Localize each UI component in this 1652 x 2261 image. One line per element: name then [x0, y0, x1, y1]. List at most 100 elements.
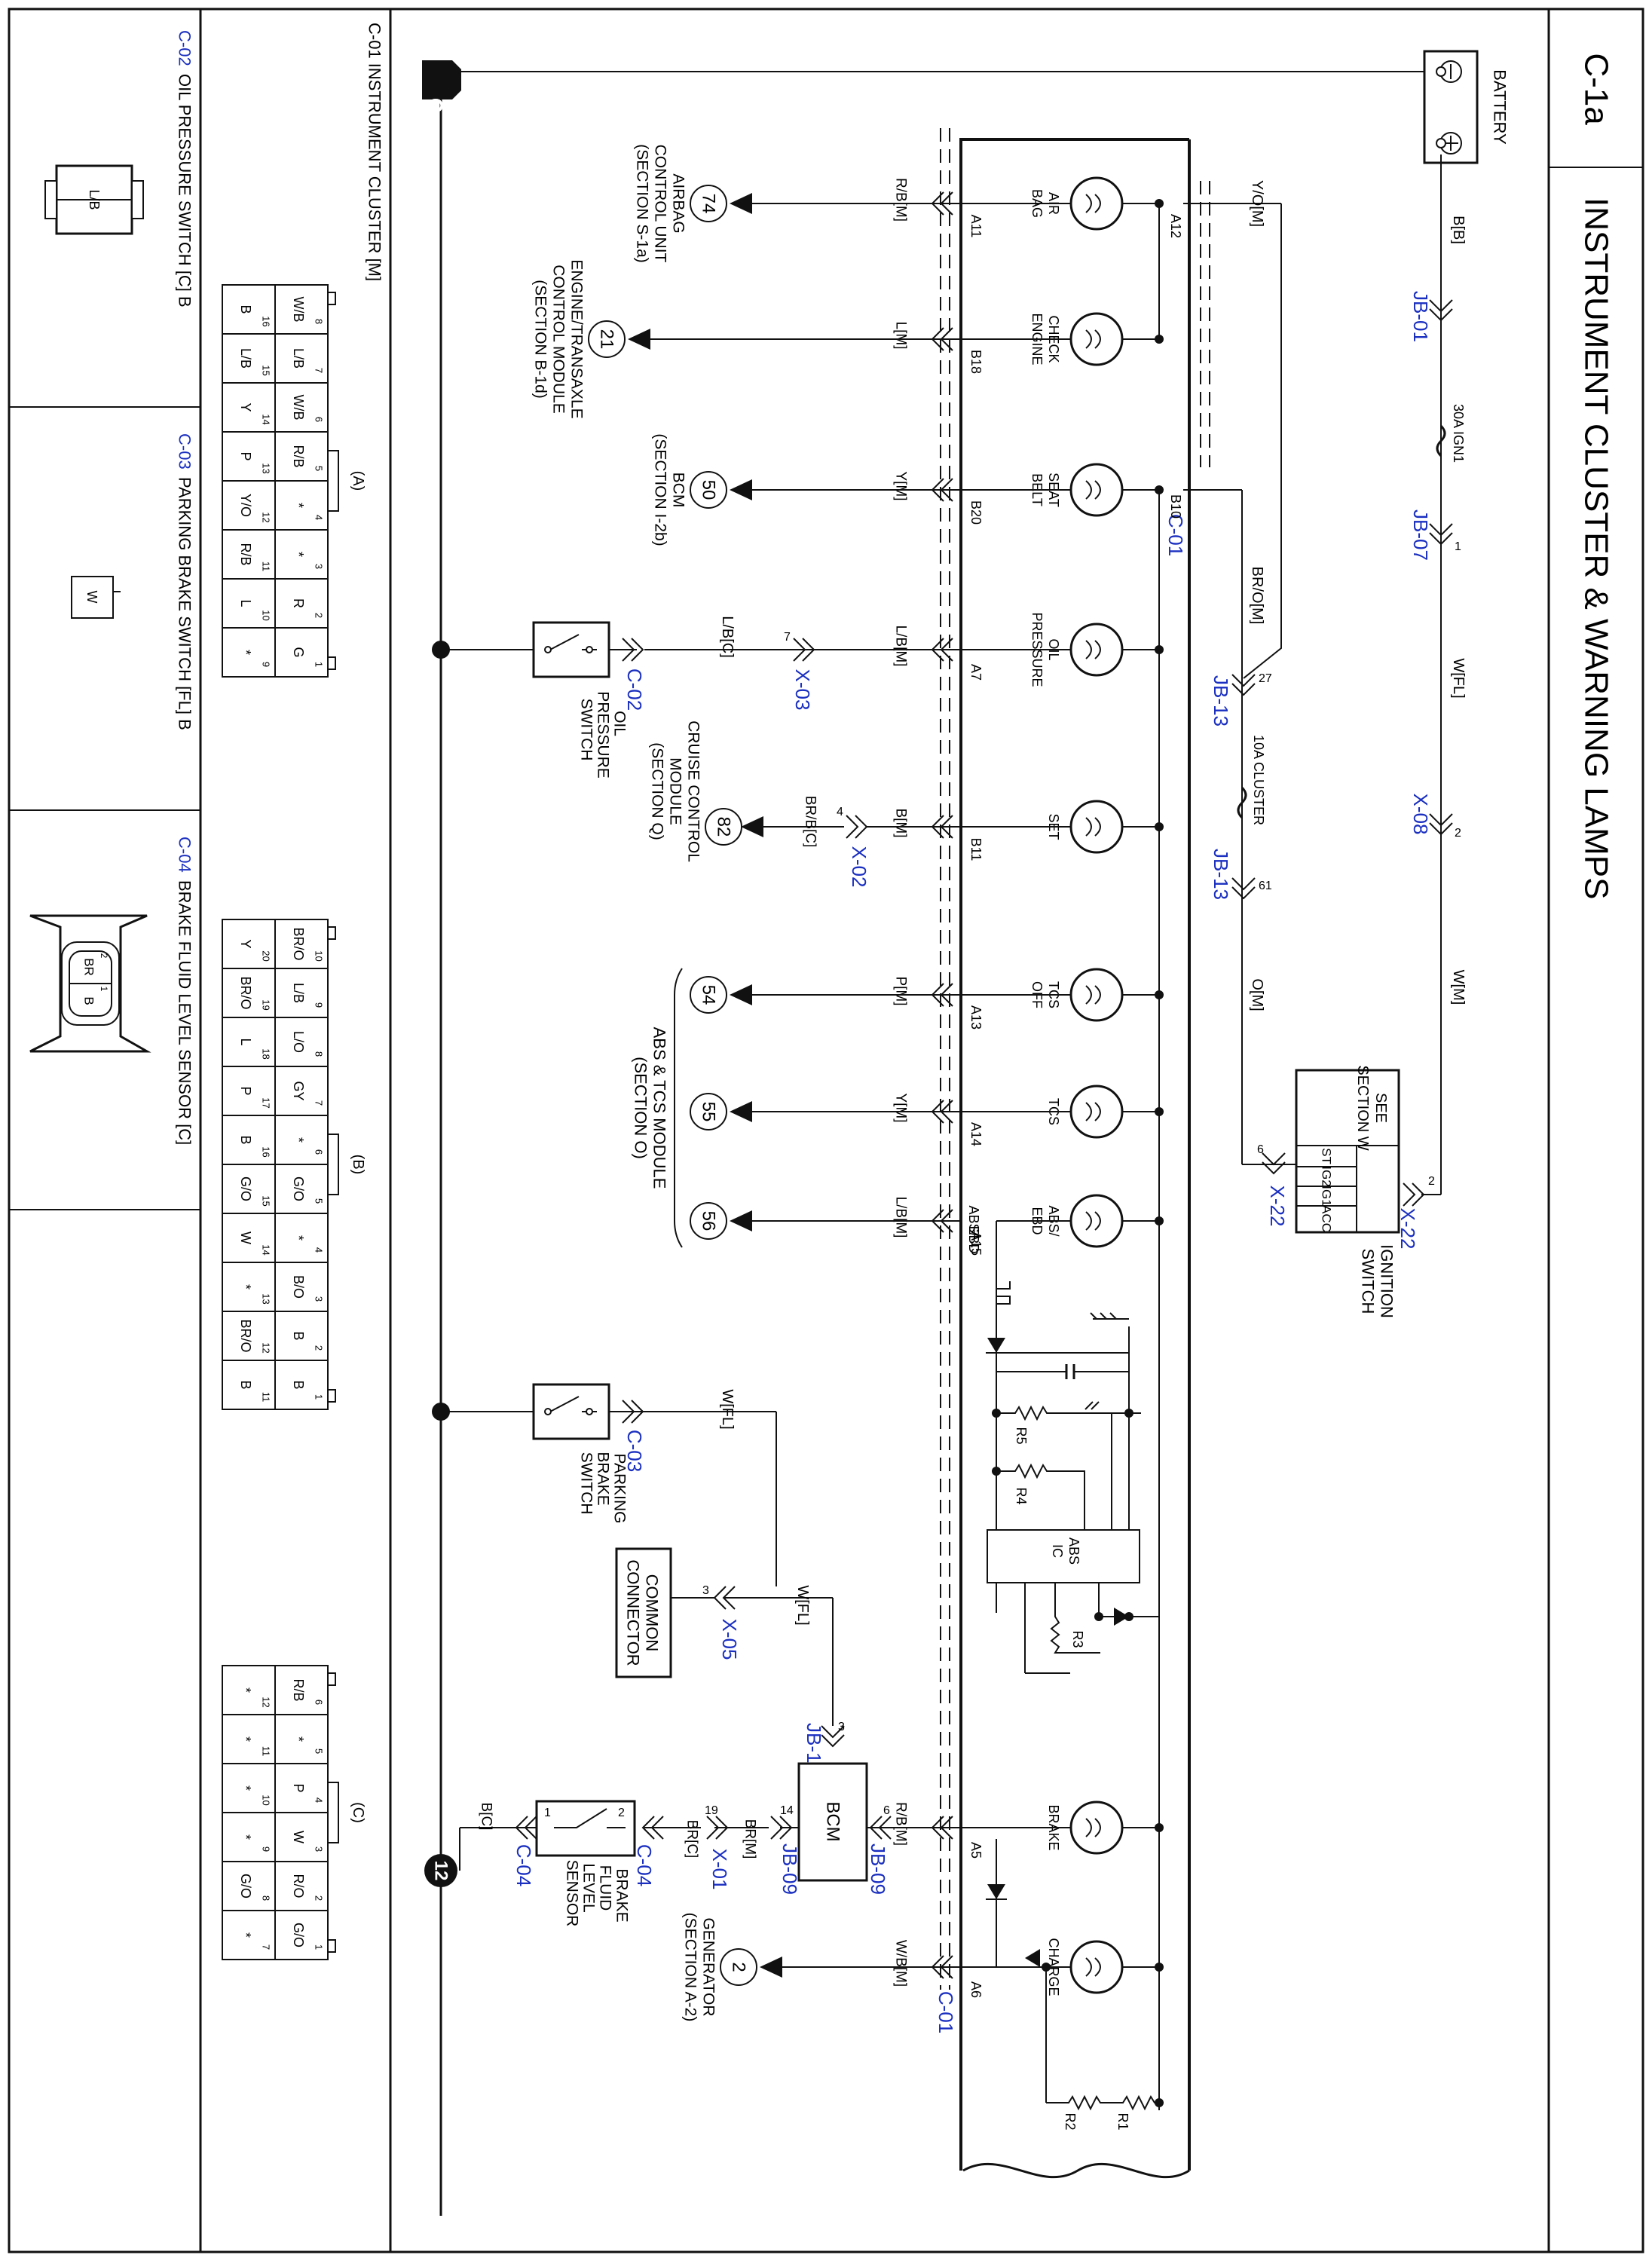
pin-wire-color: BR/O: [291, 927, 306, 960]
reference-number: 56: [699, 1211, 719, 1231]
filament-icon: [1085, 817, 1101, 837]
brake-sensor-label: FLUID: [597, 1865, 614, 1911]
pin-number: 4: [314, 515, 325, 520]
connector-chevron: [1429, 299, 1453, 322]
connector-x08: X-08: [1409, 794, 1432, 835]
connector-chevron: [1403, 1183, 1425, 1207]
lamp-pin: A14: [968, 1122, 984, 1146]
arrow-icon: [730, 984, 752, 1005]
abs-ic-box: [987, 1529, 1140, 1583]
pin-number: 4: [314, 1247, 325, 1253]
connector-tag: (B): [350, 1155, 366, 1175]
pin-wire-color: L/B: [291, 983, 306, 1003]
pin-wire-color: B: [238, 1380, 253, 1389]
reference-number: 2: [729, 1962, 749, 1972]
pin-wire-color: R/O: [291, 1874, 306, 1898]
wire-label: L[M]: [893, 322, 909, 350]
pin-wire-color: R/B: [238, 543, 253, 565]
reference-circle: [720, 1948, 757, 1986]
connector-c01: C-01: [1164, 514, 1187, 556]
destination-label: (SECTION Q): [649, 742, 666, 840]
arrow-icon: [628, 329, 650, 350]
pin-wire-color: L/B: [87, 189, 102, 210]
reference-circle: [705, 808, 742, 846]
wire-label: W[FL]: [719, 1389, 736, 1429]
pin-wire-color: L/B: [291, 348, 306, 369]
pin-number: 12: [261, 1697, 272, 1707]
wire-label: Y/O[M]: [1249, 180, 1265, 227]
pin-number: 2: [1428, 1175, 1435, 1188]
arrow-icon: [730, 1101, 752, 1122]
common-connector-label: COMMON: [643, 1574, 662, 1652]
abs-ebd-signal-label: ABS/: [966, 1205, 981, 1236]
pin-wire-color: P: [238, 1086, 253, 1095]
reference-number: 21: [597, 329, 617, 350]
connector-jb07: JB-07: [1409, 509, 1432, 561]
brake-sensor-label: SENSOR: [564, 1860, 581, 1927]
connector-key: [327, 1134, 339, 1195]
resistor-label: R5: [1014, 1427, 1029, 1444]
connector-jb13: JB-13: [1210, 849, 1232, 900]
connector-jb09: JB-09: [779, 1843, 801, 1895]
pin-wire-color: BR: [82, 958, 96, 976]
pin-number: 3: [314, 1296, 325, 1302]
side-connector-name: OIL PRESSURE SWITCH [C] B: [176, 74, 194, 307]
wire-label: L/B[M]: [893, 626, 909, 667]
reference-number: 74: [699, 194, 719, 214]
pin-number: 13: [261, 1293, 272, 1304]
pin-wire-color: *: [238, 1736, 253, 1742]
lamp-pin: A7: [968, 664, 984, 681]
pin-number: 11: [261, 561, 272, 572]
oil-switch-label: OIL: [611, 711, 629, 736]
ignition-label: IGNITION: [1378, 1244, 1397, 1318]
ignition-pin: IG2: [1320, 1166, 1334, 1186]
connector-chevron: [869, 1816, 892, 1840]
pin-number: 19: [261, 999, 272, 1010]
pin-wire-color: *: [238, 650, 253, 655]
pin-number: 1: [544, 1807, 551, 1819]
pin-wire-color: Y: [238, 402, 253, 412]
reference-circle: [690, 1093, 727, 1130]
lamp-pin: A13: [968, 1005, 984, 1030]
pin-number: 2: [99, 953, 109, 959]
lamp-bulb-icon: [1069, 1194, 1124, 1248]
wire-label: R/B[M]: [893, 1802, 909, 1846]
pin-number: 9: [314, 1002, 325, 1008]
wire-label: W[M]: [1450, 970, 1467, 1005]
connector-key: [327, 450, 339, 512]
pin-number: 6: [314, 417, 325, 422]
pin-wire-color: R: [291, 598, 306, 608]
destination-label: CONTROL MODULE: [550, 265, 567, 414]
pin-wire-color: G/O: [291, 1923, 306, 1947]
parking-switch-label: BRAKE: [595, 1452, 612, 1505]
destination-label: GENERATOR: [700, 1917, 717, 2016]
fuse-icon: [1237, 786, 1247, 819]
ground-label: G: [424, 98, 447, 113]
pin-number: 13: [261, 463, 272, 473]
destination-label: CRUISE CONTROL: [685, 721, 702, 862]
pin-number: 10: [261, 1794, 272, 1805]
pin-wire-color: *: [291, 1137, 306, 1143]
reference-number: 55: [699, 1102, 719, 1122]
side-connector-name: PARKING BRAKE SWITCH [FL] B: [176, 477, 194, 730]
ignition-label: SWITCH: [1359, 1249, 1378, 1314]
diode-icon: [987, 1884, 1005, 1899]
pin-wire-color: W/B: [291, 395, 306, 421]
pin-wire-color: L: [238, 599, 253, 607]
instrument-cluster-outline: [959, 138, 1191, 2171]
chassis-ground-icon: [1090, 1312, 1123, 1320]
pin-wire-color: Y/O: [238, 494, 253, 517]
lamp-bulb-icon: [1069, 176, 1124, 231]
pin-number: 18: [261, 1048, 272, 1059]
resistor-label: R2: [1063, 2113, 1078, 2130]
lamp-bulb-icon: [1069, 1085, 1124, 1139]
wire-label: Y[M]: [893, 471, 909, 500]
common-connector-label: CONNECTOR: [624, 1559, 643, 1666]
reference-number: 54: [699, 985, 719, 1005]
connector-chevron: [793, 638, 815, 662]
brake-sensor-label: BRAKE: [613, 1868, 631, 1922]
lamp-pin: B20: [968, 500, 984, 525]
lamp-pin: A5: [968, 1842, 984, 1859]
